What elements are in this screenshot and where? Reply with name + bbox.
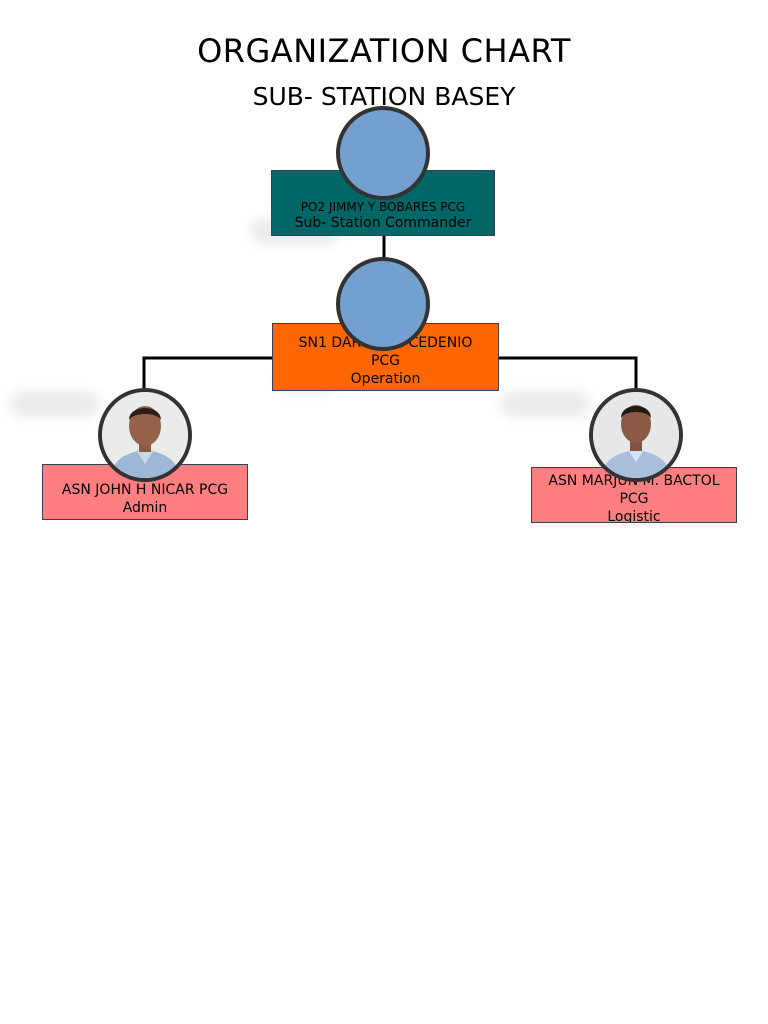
connector-operation-admin [142,356,272,390]
connector-operation-logistic [499,356,638,390]
person-photo-icon [589,388,683,482]
node-name-suffix: PCG [619,491,649,507]
node-operation: SN1 DARWIN H CEDENIO PCG Operation [272,323,499,391]
node-name-suffix: PCG [370,353,401,369]
chart-title: ORGANIZATION CHART [197,32,571,70]
node-role: Logistic [607,509,661,523]
node-role: Operation [350,371,421,387]
empty-photo-placeholder-icon [336,257,430,351]
person-photo-icon [593,392,679,478]
node-role: Admin [122,500,168,516]
person-photo-icon [98,388,192,482]
person-photo-icon [102,392,188,478]
shadow-smudge [10,391,100,417]
empty-photo-placeholder-icon [336,106,430,200]
node-name: PO2 JIMMY Y BOBARES PCG [300,200,466,214]
node-name: ASN JOHN H NICAR PCG [61,482,229,498]
shadow-smudge [500,391,590,417]
node-role: Sub- Station Commander [294,215,472,231]
